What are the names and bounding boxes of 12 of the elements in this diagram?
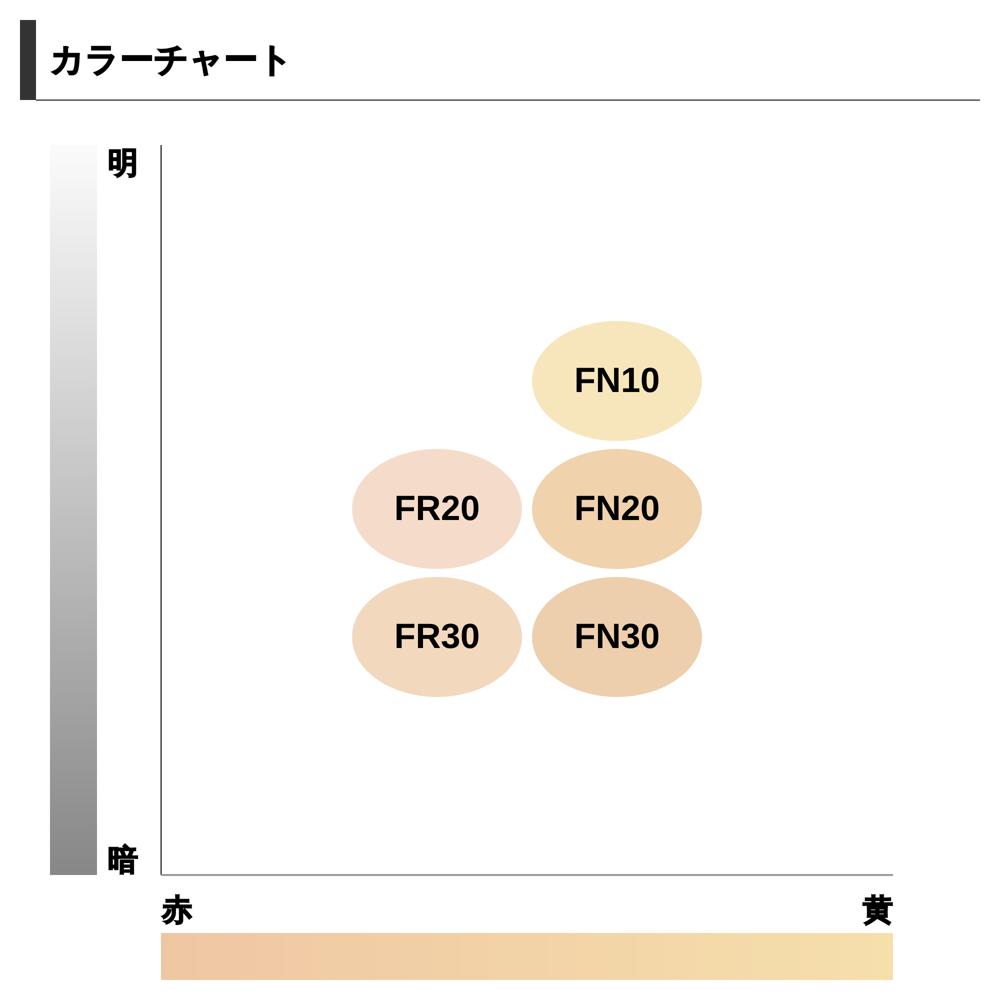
shade-code: FN30 bbox=[574, 617, 660, 657]
shade-code: FR30 bbox=[394, 617, 480, 657]
bright-end-label: 明 bbox=[108, 146, 138, 182]
dark-end-label: 暗 bbox=[108, 843, 138, 879]
hue-start-label: 赤 bbox=[162, 893, 192, 929]
shade-code: FR20 bbox=[394, 489, 480, 529]
chart-title: カラーチャート bbox=[50, 39, 293, 82]
hue-end-label: 黄 bbox=[863, 893, 893, 929]
shade-code: FN10 bbox=[574, 361, 660, 401]
shade-code: FN20 bbox=[574, 489, 660, 529]
brightness-gradient-bar bbox=[50, 145, 97, 875]
hue-gradient-bar bbox=[161, 933, 893, 980]
